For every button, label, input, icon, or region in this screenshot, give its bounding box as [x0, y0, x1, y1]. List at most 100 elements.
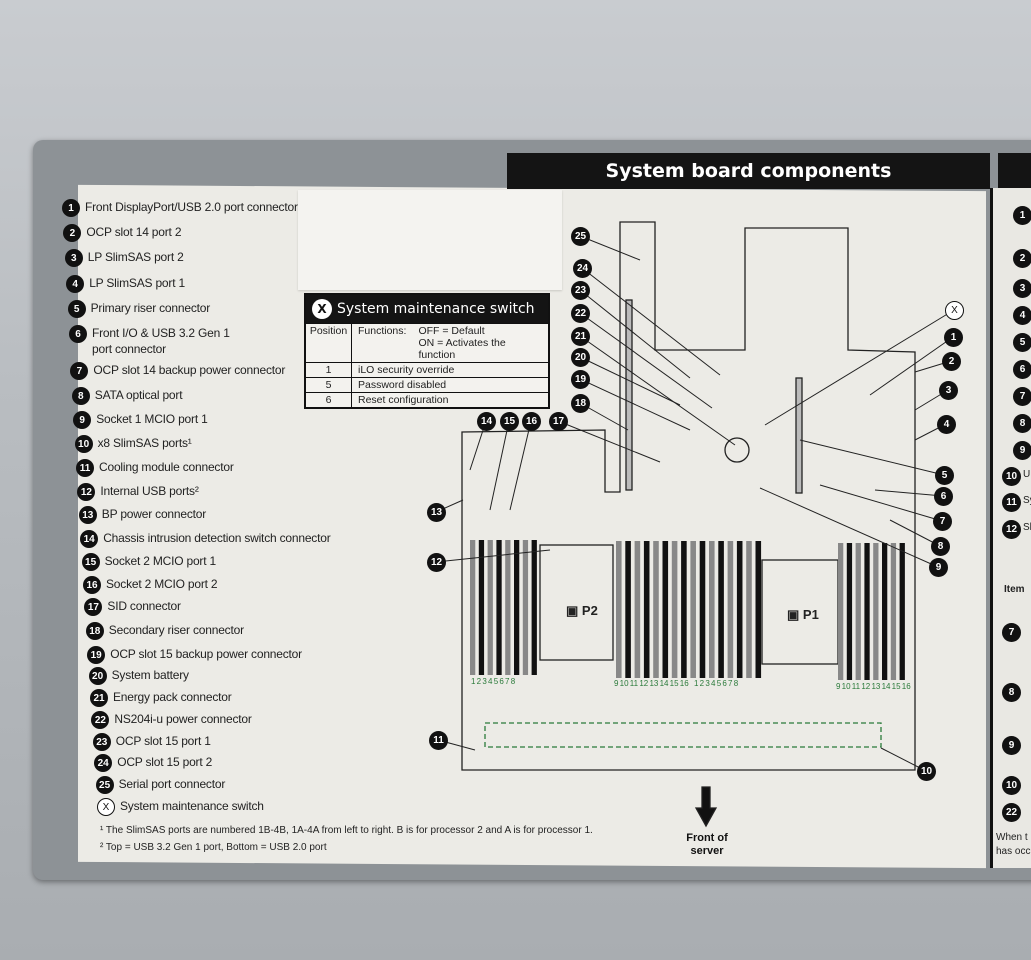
secondary-riser: [625, 299, 633, 491]
legend-label: OCP slot 15 port 1: [115, 734, 211, 748]
leader-line: [764, 309, 955, 426]
legend-label: Internal USB ports²: [100, 484, 199, 498]
footnote-1: ¹ The SlimSAS ports are numbered 1B-4B, …: [100, 825, 593, 836]
legend-label: System battery: [111, 668, 189, 682]
off-note: OFF = Default: [418, 325, 485, 337]
dimm-slot: [671, 541, 678, 678]
legend-label: LP SlimSAS port 1: [89, 276, 185, 290]
callout-25: 25: [571, 227, 590, 246]
legend-label: Cooling module connector: [99, 460, 234, 474]
number-badge: 25: [95, 776, 114, 794]
dimm-slots: [470, 540, 905, 680]
callout-23: 23: [571, 281, 590, 300]
dimm-slot: [709, 541, 715, 678]
leader-line: [435, 549, 551, 563]
on-note: ON = Activates the function: [418, 337, 506, 361]
right-number-badge: 1: [1013, 206, 1031, 225]
dimm-slot: [890, 543, 897, 680]
number-badge: 13: [78, 506, 97, 524]
dimm-slot: [718, 541, 724, 678]
leader-line: [579, 356, 681, 406]
legend-label: Serial port connector: [118, 777, 226, 791]
callout-7: 7: [933, 512, 952, 531]
dimm-labels-p2-left: 1 2 3 4 5 6 7 8: [471, 677, 516, 686]
legend-label: Front I/O & USB 3.2 Gen 1: [92, 326, 230, 340]
leader-line: [579, 312, 713, 409]
legend-label: OCP slot 14 backup power connector: [93, 363, 286, 377]
number-badge: 15: [81, 553, 100, 571]
number-badge: 6: [69, 325, 87, 343]
legend-label: Socket 2 MCIO port 1: [104, 554, 217, 568]
legend-label: Chassis intrusion detection switch conne…: [103, 531, 331, 545]
legend-label: Primary riser connector: [90, 301, 211, 315]
legend-label: Socket 1 MCIO port 1: [96, 412, 208, 426]
function: iLO security override: [358, 364, 455, 376]
right-number-badge: 11: [1002, 493, 1021, 512]
legend-item: 15 Socket 2 MCIO port 1: [81, 553, 217, 571]
leader-line: [759, 487, 939, 568]
number-badge: 7: [70, 362, 89, 380]
dimm-slot: [514, 540, 520, 675]
number-badge: 4: [66, 275, 85, 293]
number-badge: 20: [88, 667, 107, 685]
position: 6: [306, 393, 352, 407]
leader-line: [874, 489, 944, 497]
legend-item: 20 System battery: [88, 667, 189, 685]
dimm-slot: [846, 543, 853, 680]
right-number-badge: 2: [1013, 249, 1031, 268]
dimm-slot: [634, 541, 641, 678]
dimm-slot: [531, 540, 537, 675]
legend-label: OCP slot 14 port 2: [86, 225, 182, 239]
callout-20: 20: [571, 348, 590, 367]
dimm-slot: [699, 541, 706, 678]
legend-label: Front DisplayPort/USB 2.0 port connector: [85, 200, 298, 214]
dimm-slot: [746, 541, 752, 678]
number-badge: 1: [62, 199, 80, 217]
table-row: 1 iLO security override: [306, 362, 548, 377]
right-fragment: U: [1023, 469, 1031, 480]
legend-label: OCP slot 15 backup power connector: [110, 647, 302, 661]
callout-3: 3: [939, 381, 958, 400]
col-functions: Functions:: [358, 325, 407, 337]
right-note: When t: [996, 832, 1028, 843]
legend-label: OCP slot 15 port 2: [117, 755, 213, 769]
callout-22: 22: [571, 304, 590, 323]
legend-label: LP SlimSAS port 2: [87, 250, 184, 264]
dimm-slot: [496, 540, 502, 675]
front-of-server-label: Front of server: [686, 832, 728, 857]
number-badge: 17: [84, 598, 103, 616]
slimsas-group: [484, 722, 882, 748]
callout-13: 13: [427, 503, 446, 522]
right-table-item: 10: [1002, 776, 1021, 795]
primary-riser: [795, 377, 803, 494]
position: 1: [306, 363, 352, 377]
dimm-slot: [873, 543, 879, 680]
callout-17: 17: [549, 412, 568, 431]
footnote-2: ² Top = USB 3.2 Gen 1 port, Bottom = USB…: [100, 842, 327, 853]
dimm-slot: [616, 541, 622, 678]
dimm-slot: [505, 540, 511, 675]
callout-1: 1: [944, 328, 963, 347]
right-table-header: Item: [1004, 584, 1025, 595]
dimm-slot: [755, 541, 762, 678]
number-badge: 18: [85, 622, 104, 640]
right-header-bar: [998, 153, 1031, 189]
right-table-item: 9: [1002, 736, 1021, 755]
right-number-badge: 4: [1013, 306, 1031, 325]
right-number-badge: 10: [1002, 467, 1021, 486]
legend-item: 4 LP SlimSAS port 1: [66, 275, 185, 293]
legend-label: Energy pack connector: [113, 690, 232, 704]
right-table-item: 7: [1002, 623, 1021, 642]
leader-line: [579, 289, 691, 379]
legend-label: SID connector: [107, 599, 181, 613]
